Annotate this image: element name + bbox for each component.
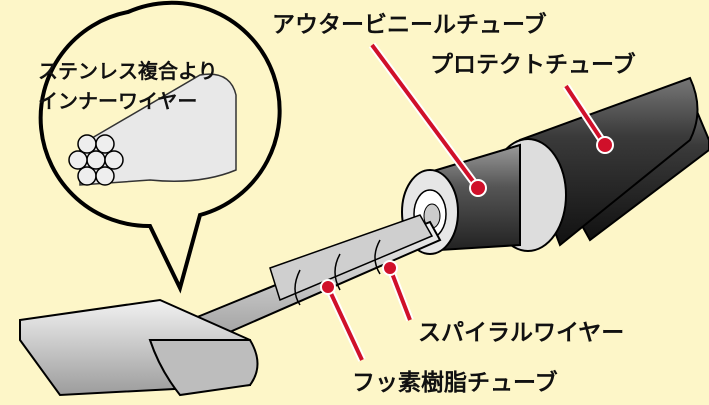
label-spiral-wire: スパイラルワイヤー <box>418 320 624 346</box>
marker-dot <box>596 136 614 154</box>
leader-fluoro <box>320 279 366 362</box>
marker-dot <box>382 260 398 276</box>
protect-tube <box>489 76 709 252</box>
marker-dot <box>469 179 487 197</box>
spiral-wire-and-fluoro-tube <box>188 214 442 347</box>
leader-spiral <box>382 260 414 322</box>
leader-protect <box>562 83 614 154</box>
bubble-label-line2: インナーワイヤー <box>38 89 197 113</box>
label-outer-vinyl-tube: アウタービニールチューブ <box>272 11 547 38</box>
bubble-label-line1: ステンレス複合より <box>38 59 218 83</box>
inner-wire-callout-bubble: ステンレス複合より インナーワイヤー <box>38 0 282 294</box>
leader-outer-vinyl <box>368 42 487 197</box>
marker-dot <box>320 279 336 295</box>
outer-vinyl-tube <box>401 143 521 255</box>
label-fluoro-tube: フッ素樹脂チューブ <box>352 369 558 396</box>
label-protect-tube: プロテクトチューブ <box>430 51 636 78</box>
cable-end-fitting <box>19 298 259 397</box>
